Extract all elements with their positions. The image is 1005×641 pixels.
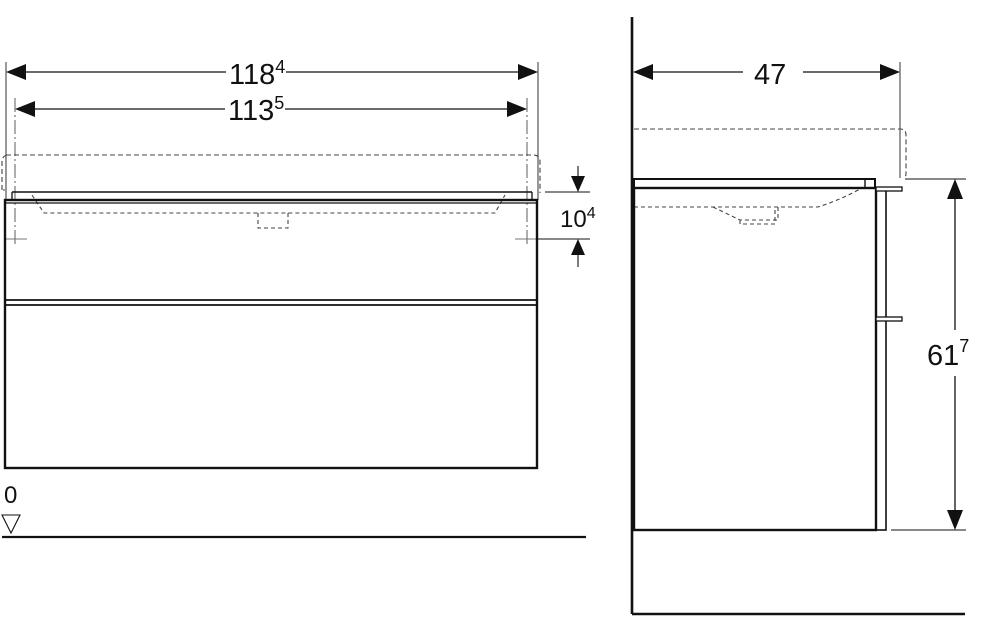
basin-top-plate	[633, 178, 876, 189]
depth-label: 47	[754, 59, 786, 91]
arrow-down-icon	[571, 176, 585, 192]
dimension-overall-width: 1184	[6, 57, 538, 91]
arrow-right-icon	[880, 64, 900, 80]
dimension-inner-width: 1135	[15, 93, 527, 127]
cabinet-side	[632, 186, 878, 532]
side-view: 47 617	[630, 17, 969, 616]
bowl-side-outline	[634, 187, 863, 225]
overall-width-label: 1184	[229, 57, 285, 91]
drain-outline	[257, 213, 289, 229]
washbasin-side-outline	[634, 128, 907, 179]
floor-level-triangle-icon	[1, 514, 21, 535]
drawer-front-side	[875, 187, 887, 531]
front-view: 1184 1135	[1, 57, 596, 539]
handle-top	[875, 186, 903, 192]
bowl-outline	[31, 194, 506, 214]
dimension-basin-offset: 104	[537, 166, 596, 267]
handle-bottom	[875, 316, 903, 322]
dimension-depth: 47	[633, 59, 900, 91]
basin-offset-label: 104	[560, 205, 596, 233]
dimension-height: 617	[891, 178, 969, 531]
arrow-up-icon	[947, 179, 963, 199]
arrow-left-icon	[633, 64, 653, 80]
arrow-up-icon	[571, 239, 585, 255]
arrow-down-icon	[947, 510, 963, 530]
arrow-right-icon	[518, 64, 538, 80]
washbasin-outline	[1, 154, 541, 193]
cabinet-front	[3, 198, 539, 470]
arrow-left-icon	[15, 101, 35, 117]
height-label: 617	[927, 336, 969, 372]
arrow-right-icon	[507, 101, 527, 117]
floor-level-label: 0	[4, 482, 17, 509]
arrow-left-icon	[6, 64, 26, 80]
inner-width-label: 1135	[228, 93, 284, 127]
